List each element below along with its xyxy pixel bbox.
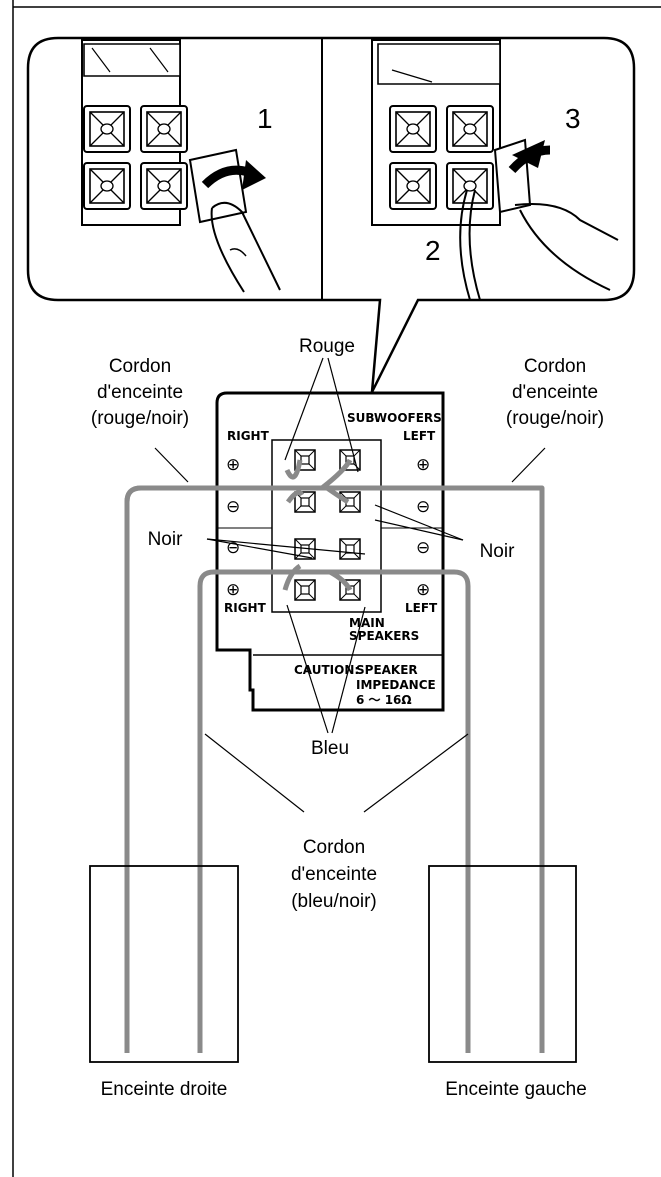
label-cord-left-line-1: Cordon: [109, 356, 171, 377]
label-cord-bottom-line-3: (bleu/noir): [291, 891, 377, 912]
label-cord-right-line-3: (rouge/noir): [506, 408, 604, 429]
label-rouge: Rouge: [299, 336, 355, 357]
label-bleu: Bleu: [311, 738, 349, 759]
speaker-left-box: [428, 865, 577, 1063]
step-1-label: 1: [257, 103, 273, 134]
label-speaker-right: Enceinte droite: [101, 1079, 228, 1100]
plus-symbol: ⊕: [416, 580, 430, 600]
panel-right-bottom-label: RIGHT: [224, 601, 267, 615]
inset-step-1: [81, 39, 281, 293]
plus-symbol: ⊕: [226, 455, 240, 475]
plus-symbol: ⊕: [416, 455, 430, 475]
speaker-cables: [124, 458, 545, 1053]
panel-right-top-label: RIGHT: [227, 429, 270, 443]
label-speaker-left: Enceinte gauche: [445, 1079, 587, 1100]
panel-ohm-label: 6 ～ 16Ω: [356, 693, 412, 707]
panel-subwoofers-label: SUBWOOFERS: [347, 411, 442, 425]
minus-symbol: ⊖: [226, 497, 240, 517]
panel-caution-label: CAUTION:: [294, 663, 359, 677]
inset-step-2-3: [371, 39, 619, 301]
panel-speakers-label: SPEAKERS: [349, 629, 419, 643]
label-cord-left-line-3: (rouge/noir): [91, 408, 189, 429]
pointer-lines: [154, 357, 546, 813]
terminal-block: [271, 439, 382, 613]
step-2-label: 2: [425, 235, 441, 266]
label-cord-right-line-1: Cordon: [524, 356, 586, 377]
label-cord-bottom-line-2: d'enceinte: [291, 864, 377, 885]
label-cord-bottom-line-1: Cordon: [303, 837, 365, 858]
panel-left-bottom-label: LEFT: [405, 601, 438, 615]
label-noir-right: Noir: [480, 541, 516, 562]
rear-panel: [215, 391, 445, 712]
panel-impedance-label: IMPEDANCE: [356, 678, 436, 692]
label-noir-left: Noir: [148, 529, 184, 550]
label-cord-right-line-2: d'enceinte: [512, 382, 598, 403]
label-cord-left-line-2: d'enceinte: [97, 382, 183, 403]
minus-symbol: ⊖: [416, 497, 430, 517]
plus-symbol: ⊕: [226, 580, 240, 600]
step-3-label: 3: [565, 103, 581, 134]
panel-speaker-label: SPEAKER: [356, 663, 418, 677]
minus-symbol: ⊖: [416, 538, 430, 558]
speaker-right-box: [89, 865, 239, 1063]
panel-left-top-label: LEFT: [403, 429, 436, 443]
panel-main-label: MAIN: [349, 616, 385, 630]
